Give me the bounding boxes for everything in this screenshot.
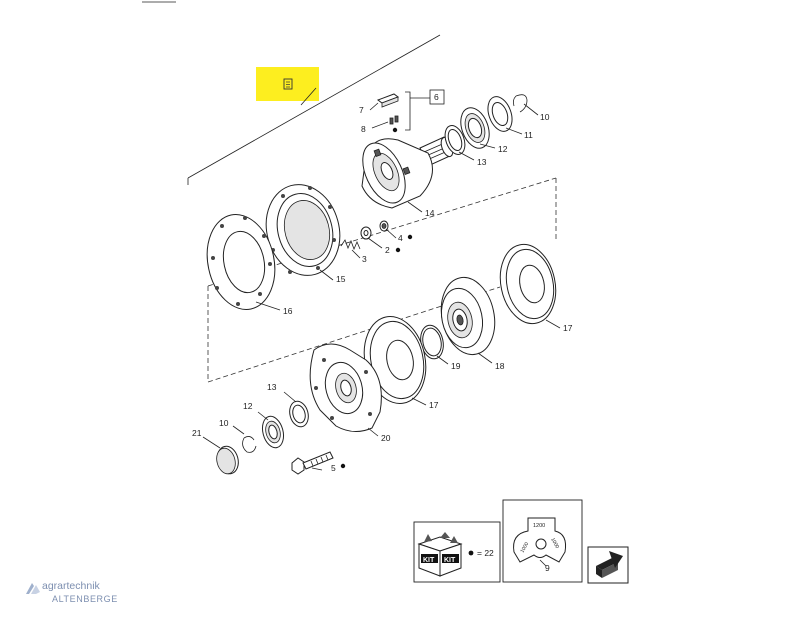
kit-equals-label: = 22 [477, 548, 494, 558]
part-17-disc-upper[interactable] [493, 239, 562, 329]
part-3-spring[interactable] [340, 239, 361, 259]
callout-11: 11 [524, 130, 533, 140]
part-14-hub[interactable] [354, 136, 455, 213]
torque-wrench-icon [513, 517, 566, 563]
part-10-circlip-lower[interactable] [232, 425, 257, 453]
callout-5: 5 [331, 463, 336, 473]
callout-12-upper: 12 [498, 144, 508, 154]
torque-value-right: 1000 [549, 537, 560, 550]
part-11-seal[interactable] [484, 93, 523, 135]
part-12-bearing[interactable] [456, 104, 496, 152]
part-21-cap[interactable] [202, 436, 241, 476]
part-12-bearing-lower[interactable] [257, 411, 287, 450]
part-7-key[interactable] [369, 93, 400, 111]
callout-7: 7 [359, 105, 364, 115]
callout-15: 15 [336, 274, 346, 284]
logo-mark-icon [26, 583, 40, 594]
callout-13-lower: 13 [267, 382, 277, 392]
agrartechnik-logo: agrartechnik ALTENBERGE [24, 578, 134, 610]
callout-16: 16 [283, 306, 293, 316]
callout-3: 3 [362, 254, 367, 264]
kit-legend: KIT KIT = 22 [413, 521, 501, 583]
callout-21: 21 [192, 428, 202, 438]
part-18-sheave[interactable] [434, 272, 501, 364]
callout-19: 19 [451, 361, 461, 371]
next-arrow-icon [596, 551, 623, 578]
highlight-marker[interactable] [256, 67, 319, 101]
group-bracket [405, 89, 445, 131]
callout-4: 4 [398, 233, 403, 243]
callout-17-lower: 17 [429, 400, 439, 410]
part-13-ring[interactable] [441, 123, 475, 161]
kit-label-left: KIT [423, 557, 435, 564]
logo-line-2: ALTENBERGE [52, 594, 118, 604]
callout-14: 14 [425, 208, 435, 218]
callout-10-lower: 10 [219, 418, 229, 428]
kit-label-right: KIT [444, 557, 456, 564]
callout-17-upper: 17 [563, 323, 573, 333]
callout-20: 20 [381, 433, 391, 443]
callout-10-upper: 10 [540, 112, 550, 122]
part-2-washer[interactable] [360, 226, 401, 253]
torque-value-left: 1000 [520, 541, 531, 554]
torque-legend: 1200 1000 1000 9 [502, 499, 583, 583]
part-10-circlip[interactable] [512, 94, 539, 116]
callout-6: 6 [434, 92, 439, 102]
callout-9: 9 [545, 563, 550, 573]
kit-box-icon [417, 532, 463, 577]
part-16-gasket[interactable] [199, 208, 284, 316]
part-15-cover[interactable] [256, 176, 349, 284]
part-5-bolt[interactable] [291, 451, 346, 475]
callout-18: 18 [495, 361, 505, 371]
callout-2: 2 [385, 245, 390, 255]
part-20-flange[interactable] [309, 343, 382, 437]
part-13-ring-lower[interactable] [283, 391, 311, 429]
callout-13-upper: 13 [477, 157, 487, 167]
page-icon [283, 78, 293, 90]
frame-line [187, 34, 441, 185]
logo-line-1: agrartechnik [42, 580, 100, 592]
callout-12-lower: 12 [243, 401, 253, 411]
next-page-button[interactable] [587, 546, 629, 584]
part-4-bolt[interactable] [379, 220, 413, 240]
part-8-pin[interactable] [371, 115, 399, 133]
callout-8: 8 [361, 124, 366, 134]
callout-labels: 7 8 6 10 11 12 13 14 4 2 3 15 16 17 18 1… [192, 92, 573, 473]
torque-value-top: 1200 [533, 523, 545, 529]
